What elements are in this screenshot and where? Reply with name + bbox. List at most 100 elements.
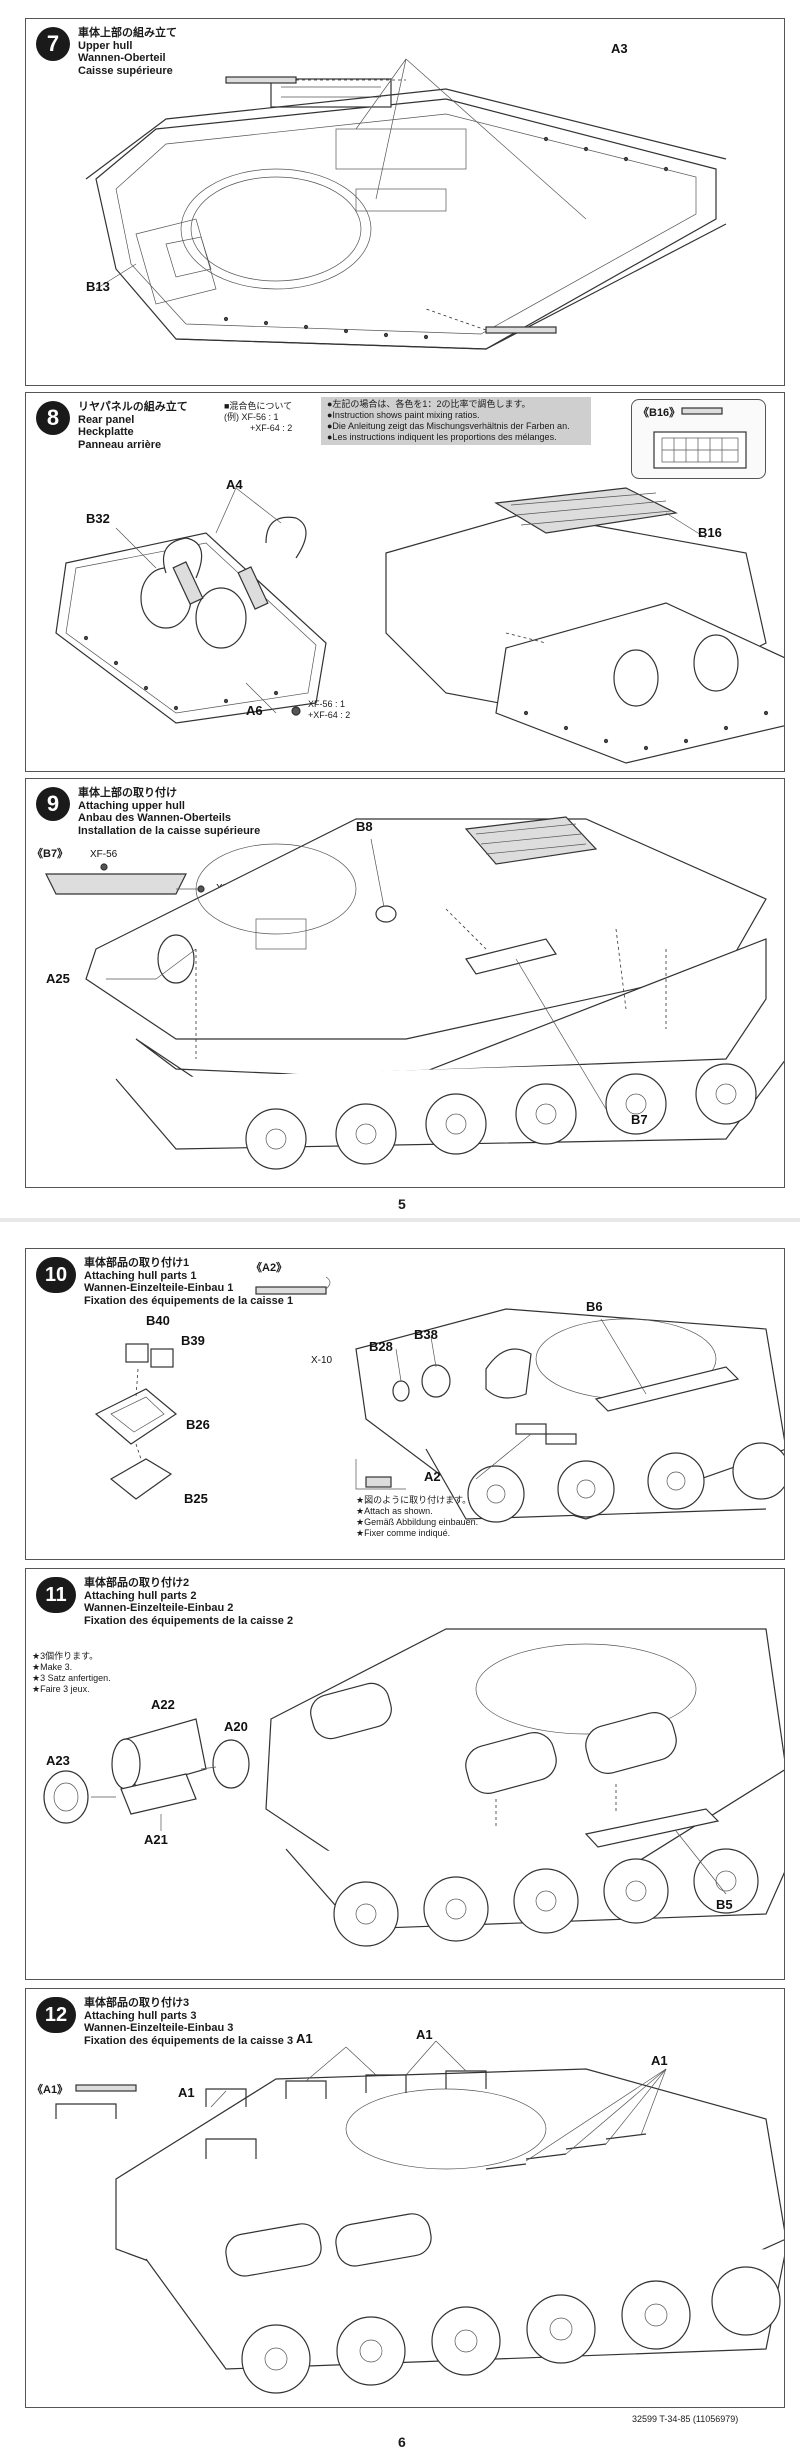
step-7-header: 7 車体上部の組み立て Upper hull Wannen-Oberteil C… — [36, 27, 177, 77]
step-7-part-b13: B13 — [86, 279, 110, 294]
step-7-number: 7 — [36, 27, 70, 61]
step-10-header: 10 車体部品の取り付け1 Attaching hull parts 1 Wan… — [36, 1257, 293, 1307]
step-8-title-en: Rear panel — [78, 413, 135, 426]
step-12-title-fr: Fixation des équipements de la caisse 3 — [84, 2034, 294, 2047]
step-7-title-de: Wannen-Oberteil — [78, 52, 166, 64]
step-10-attach-note: ★図のように取り付けます。 ★Attach as shown. ★Gemäß A… — [356, 1495, 478, 1539]
step-7-upper-hull-drawing — [85, 58, 727, 350]
step-7-panel: 7 車体上部の組み立て Upper hull Wannen-Oberteil C… — [25, 18, 785, 386]
step-9-number: 9 — [36, 787, 70, 821]
step-12-part-a1-1: A1 — [296, 2031, 313, 2046]
step-7-title-ja: 車体上部の組み立て — [78, 27, 177, 39]
step-7-title-en: Upper hull — [78, 39, 133, 52]
step-9-hull-drawing — [45, 816, 784, 1170]
step-11-part-a22: A22 — [151, 1697, 175, 1712]
footer-product-code: 32599 T-34-85 (11056979) — [632, 2414, 739, 2424]
step-10-part-b6: B6 — [586, 1299, 603, 1314]
step-11-title-de: Wannen-Einzelteile-Einbau 2 — [84, 1602, 234, 1614]
step-10-title-en: Attaching hull parts 1 — [84, 1269, 197, 1282]
step-10-part-b39: B39 — [181, 1333, 205, 1348]
step-8-part-b32: B32 — [86, 511, 110, 526]
step-10-part-b40: B40 — [146, 1313, 170, 1328]
step-12-titles: 車体部品の取り付け3 Attaching hull parts 3 Wannen… — [84, 1997, 293, 2047]
step-10-paint-x10: X-10 — [311, 1355, 333, 1366]
step-12-title-ja: 車体部品の取り付け3 — [84, 1997, 190, 2009]
attach-note-fr: ★Fixer comme indiqué. — [356, 1528, 451, 1538]
step-10-part-b26: B26 — [186, 1417, 210, 1432]
step-10-part-b28: B28 — [369, 1339, 393, 1354]
step-9-panel: 9 車体上部の取り付け Attaching upper hull Anbau d… — [25, 778, 785, 1188]
step-10-number: 10 — [36, 1257, 76, 1293]
step-11-part-a21: A21 — [144, 1832, 168, 1847]
step-11-fuel-tanks-drawing — [43, 1628, 784, 1947]
step-8-part-a6: A6 — [246, 703, 263, 718]
step-11-title-fr: Fixation des équipements de la caisse 2 — [84, 1614, 294, 1627]
attach-note-en: ★Attach as shown. — [356, 1506, 433, 1516]
page-separator — [0, 1218, 800, 1222]
step-9-color-xf56: XF-56 — [90, 849, 118, 860]
step-9-b7-callout-label: 《B7》 — [32, 848, 69, 860]
step-8-header: 8 リヤパネルの組み立て Rear panel Heckplatte Panne… — [36, 401, 188, 451]
step-10-part-b38: B38 — [414, 1327, 438, 1342]
step-12-part-a1-3: A1 — [651, 2053, 668, 2068]
step-8-title-fr: Panneau arrière — [78, 438, 162, 451]
step-12-a1-callout-label: 《A1》 — [32, 2084, 69, 2096]
step-9-part-a25: A25 — [46, 971, 70, 986]
step-9-part-b8: B8 — [356, 819, 373, 834]
step-12-header: 12 車体部品の取り付け3 Attaching hull parts 3 Wan… — [36, 1997, 293, 2047]
a6-mix-2: +XF-64 : 2 — [308, 710, 351, 720]
step-8-title-ja: リヤパネルの組み立て — [78, 401, 188, 413]
step-11-part-a23: A23 — [46, 1753, 70, 1768]
step-8-part-a4: A4 — [226, 477, 243, 492]
page-number-6: 6 — [398, 2434, 406, 2450]
mix-note-fr: ●Les instructions indiquent les proporti… — [327, 432, 557, 442]
step-11-titles: 車体部品の取り付け2 Attaching hull parts 2 Wannen… — [84, 1577, 293, 1627]
step-10-hull-parts-drawing — [94, 1276, 784, 1523]
step-10-title-fr: Fixation des équipements de la caisse 1 — [84, 1294, 294, 1307]
step-11-part-a20: A20 — [224, 1719, 248, 1734]
step-10-title-de: Wannen-Einzelteile-Einbau 1 — [84, 1282, 234, 1294]
mix-legend-plus: +XF-64 : 2 — [250, 423, 293, 433]
step-7-titles: 車体上部の組み立て Upper hull Wannen-Oberteil Cai… — [78, 27, 177, 77]
step-11-part-b5: B5 — [716, 1897, 733, 1912]
step-8-title-de: Heckplatte — [78, 426, 134, 438]
mix-legend-example: (例) XF-56 : 1 — [224, 412, 279, 422]
step-9-title-fr: Installation de la caisse supérieure — [78, 824, 261, 837]
make-note-de: ★3 Satz anfertigen. — [32, 1673, 111, 1683]
attach-note-de: ★Gemäß Abbildung einbauen. — [356, 1517, 479, 1527]
step-10-part-b25: B25 — [184, 1491, 208, 1506]
step-11-title-en: Attaching hull parts 2 — [84, 1589, 197, 1602]
make-note-fr: ★Faire 3 jeux. — [32, 1684, 90, 1694]
step-12-handles-drawing — [55, 2040, 784, 2394]
make-note-ja: ★3個作ります。 — [32, 1651, 99, 1661]
mix-note-ja: ●左記の場合は、各色を1：2の比率で調色します。 — [327, 399, 531, 409]
step-11-make-note: ★3個作ります。 ★Make 3. ★3 Satz anfertigen. ★F… — [32, 1651, 111, 1695]
step-9-title-en: Attaching upper hull — [78, 799, 185, 812]
step-8-number: 8 — [36, 401, 70, 435]
page-6: 10 車体部品の取り付け1 Attaching hull parts 1 Wan… — [0, 1222, 800, 2460]
step-8-mix-note-box: ●左記の場合は、各色を1：2の比率で調色します。 ●Instruction sh… — [321, 397, 591, 445]
step-12-title-de: Wannen-Einzelteile-Einbau 3 — [84, 2022, 234, 2034]
step-8-rear-panel-drawing — [55, 487, 784, 764]
step-7-part-a3: A3 — [611, 41, 628, 56]
step-12-number: 12 — [36, 1997, 76, 2033]
step-10-panel: 10 車体部品の取り付け1 Attaching hull parts 1 Wan… — [25, 1248, 785, 1560]
step-11-header: 11 車体部品の取り付け2 Attaching hull parts 2 Wan… — [36, 1577, 293, 1627]
step-9-title-ja: 車体上部の取り付け — [78, 787, 177, 799]
step-9-title-de: Anbau des Wannen-Oberteils — [78, 812, 232, 824]
b16-callout-label: 《B16》 — [638, 407, 681, 419]
b16-callout-drawing — [653, 407, 747, 469]
mix-note-en: ●Instruction shows paint mixing ratios. — [327, 410, 480, 420]
step-9-titles: 車体上部の取り付け Attaching upper hull Anbau des… — [78, 787, 260, 837]
step-12-part-a1-2: A1 — [416, 2027, 433, 2042]
attach-note-ja: ★図のように取り付けます。 — [356, 1495, 472, 1505]
step-10-part-a2: A2 — [424, 1469, 441, 1484]
page-5: 7 車体上部の組み立て Upper hull Wannen-Oberteil C… — [0, 0, 800, 1220]
step-9-part-b7: B7 — [631, 1112, 648, 1127]
step-8-a6-mix: XF-56 : 1 +XF-64 : 2 — [308, 699, 350, 721]
page-number-5: 5 — [398, 1196, 406, 1212]
step-8-mix-legend: ■混合色について (例) XF-56 : 1 +XF-64 : 2 — [224, 401, 292, 434]
step-12-part-a1-4: A1 — [178, 2085, 195, 2100]
step-8-b16-callout: 《B16》 — [631, 399, 766, 479]
step-8-titles: リヤパネルの組み立て Rear panel Heckplatte Panneau… — [78, 401, 188, 451]
